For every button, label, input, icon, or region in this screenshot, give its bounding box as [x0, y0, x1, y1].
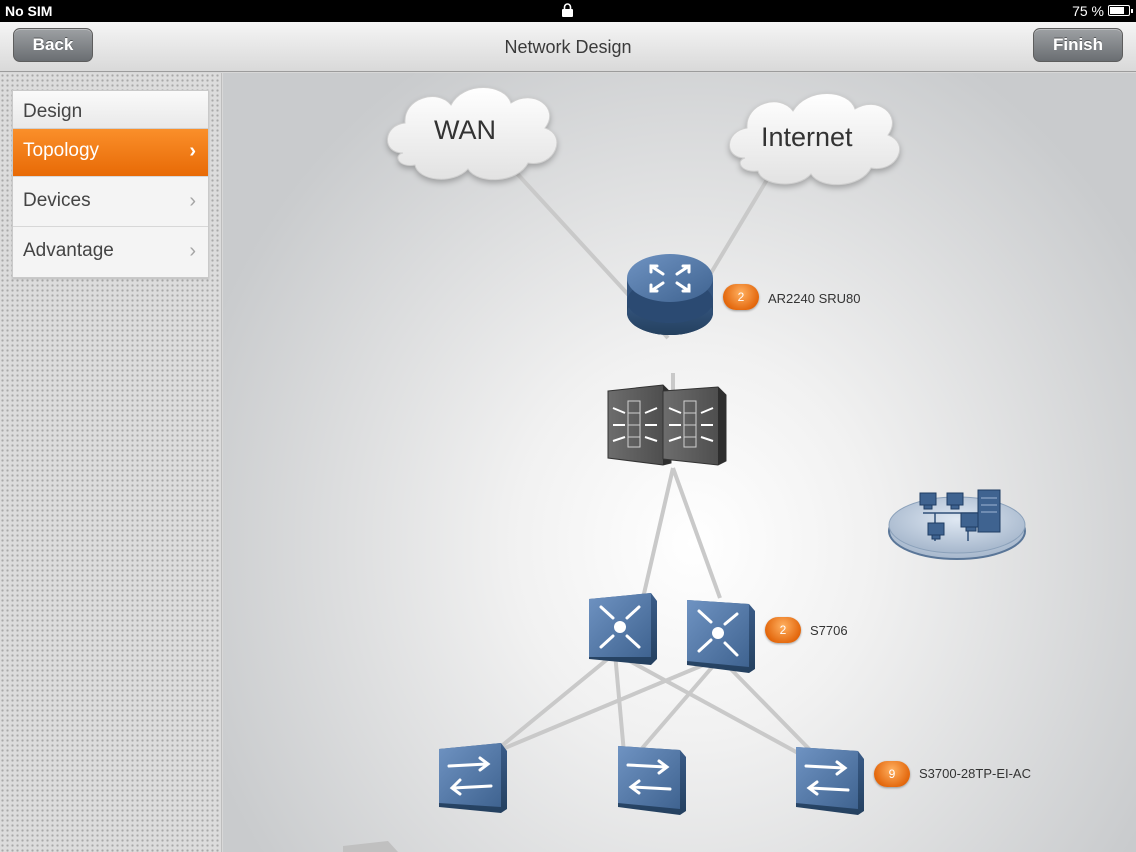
connection-lines	[491, 166, 815, 755]
navigation-bar: Back Network Design Finish	[0, 22, 1136, 72]
server-cluster-icon[interactable]	[888, 489, 1026, 560]
sidebar-item-devices[interactable]: Devices ›	[13, 177, 208, 227]
core-switch-count-badge[interactable]: 2	[765, 617, 801, 643]
design-menu: Design Topology › Devices › Advantage ›	[12, 90, 209, 278]
sidebar-item-label: Devices	[23, 190, 91, 211]
sidebar-item-label: Topology	[23, 140, 100, 161]
core-switch-icon[interactable]	[687, 600, 755, 673]
chevron-right-icon: ›	[189, 190, 196, 212]
access-switch-count-badge[interactable]: 9	[874, 761, 910, 787]
chevron-right-icon: ›	[189, 140, 196, 162]
internet-cloud[interactable]	[729, 93, 900, 186]
wan-label: WAN	[434, 115, 496, 145]
core-switch-model-label: S7706	[810, 623, 848, 638]
access-switch-model-label: S3700-28TP-EI-AC	[919, 766, 1031, 781]
battery-percent: 75 %	[1072, 3, 1104, 19]
core-switch-icon[interactable]	[589, 593, 657, 665]
partial-device-icon	[343, 841, 398, 852]
menu-header: Design	[13, 91, 208, 129]
page-title: Network Design	[504, 37, 632, 57]
access-switch-icon[interactable]	[618, 746, 686, 815]
topology-diagram	[343, 87, 1026, 852]
finish-button[interactable]: Finish	[1033, 28, 1123, 62]
status-bar: No SIM 75 %	[0, 0, 1136, 22]
battery-icon	[1108, 5, 1133, 16]
router-icon[interactable]	[627, 254, 713, 335]
back-button[interactable]: Back	[13, 28, 93, 62]
wan-cloud[interactable]	[387, 87, 558, 181]
access-switch-icon[interactable]	[796, 747, 864, 815]
sidebar: Design Topology › Devices › Advantage ›	[0, 73, 222, 852]
access-switch-icon[interactable]	[439, 743, 507, 813]
carrier-label: No SIM	[5, 3, 53, 19]
chevron-right-icon: ›	[189, 240, 196, 262]
firewall-icon[interactable]	[607, 384, 727, 466]
lock-icon	[561, 3, 574, 21]
sidebar-item-advantage[interactable]: Advantage ›	[13, 227, 208, 277]
sidebar-item-topology[interactable]: Topology ›	[13, 129, 208, 177]
sidebar-item-label: Advantage	[23, 240, 114, 261]
topology-canvas: WAN Internet 2 AR2240 SRU80 2 S7706 9 S3…	[223, 73, 1136, 852]
router-model-label: AR2240 SRU80	[768, 291, 861, 306]
router-count-badge[interactable]: 2	[723, 284, 759, 310]
internet-label: Internet	[761, 122, 853, 152]
